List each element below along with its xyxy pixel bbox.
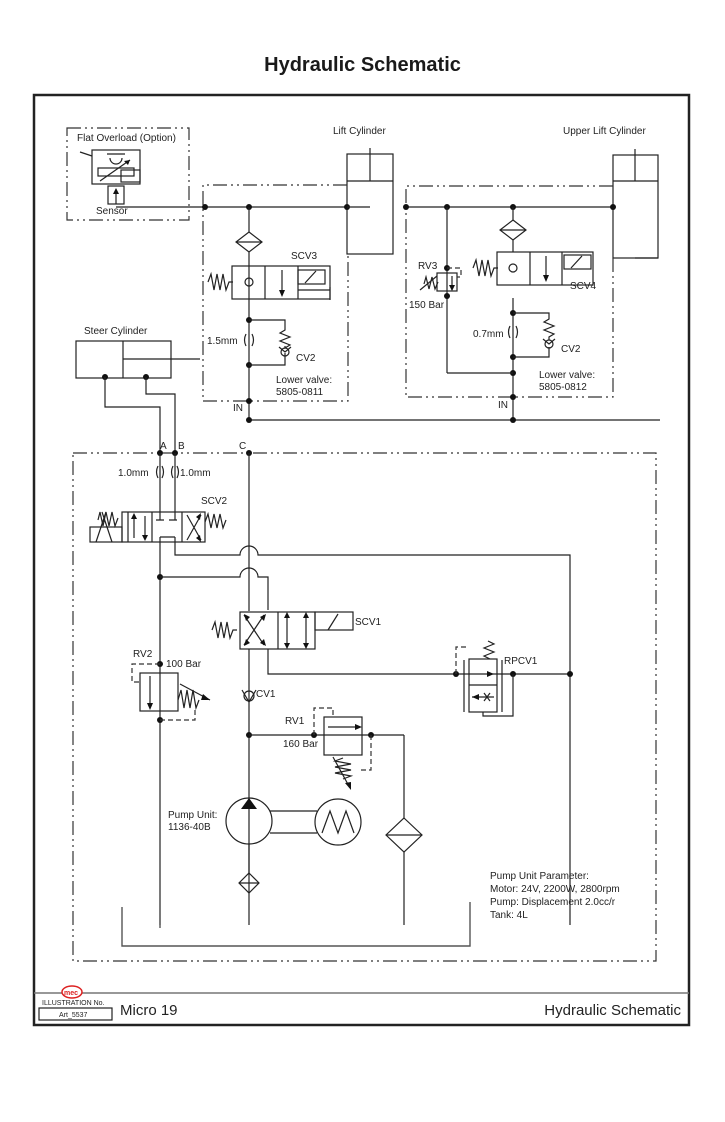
cv2-label-2: CV2	[561, 344, 581, 355]
rpcv1-label: RPCV1	[504, 656, 538, 667]
cv1-label: CV1	[256, 689, 276, 700]
steer-cylinder: Steer Cylinder	[75, 326, 200, 453]
lift-cylinder: Lift Cylinder	[333, 126, 394, 255]
illustration-label: ILLUSTRATION No.	[42, 1000, 105, 1007]
rv1-label: RV1	[285, 716, 305, 727]
pump-parameters: Pump Unit Parameter: Motor: 24V, 2200W, …	[490, 871, 620, 921]
port-c: C	[239, 441, 246, 452]
rv2-pressure: 100 Bar	[166, 659, 202, 670]
lift-cylinder-label: Lift Cylinder	[333, 126, 386, 137]
scv3-label: SCV3	[291, 251, 318, 262]
footer-doc-title: Hydraulic Schematic	[544, 1002, 681, 1019]
pump-unit: Pump Unit: 1136-40B	[168, 797, 362, 894]
rv3-label: RV3	[418, 261, 438, 272]
flat-overload-option: Flat Overload (Option) Sensor	[66, 127, 205, 221]
rv3-pressure: 150 Bar	[409, 300, 445, 311]
pump-params-pump: Pump: Displacement 2.0cc/r	[490, 897, 616, 908]
rpcv1-valve: RPCV1	[453, 640, 538, 717]
mec-logo-text: mec	[64, 990, 78, 997]
port-a: A	[160, 441, 167, 452]
pump-unit-label: Pump Unit:	[168, 810, 217, 821]
orifice-a-1-0mm: 1.0mm	[118, 468, 149, 479]
scv2-label: SCV2	[201, 496, 228, 507]
pump-block-boundary	[72, 452, 657, 962]
rv2-relief-valve: RV2 100 Bar	[131, 649, 211, 723]
scv4-label: SCV4	[570, 281, 597, 292]
sensor-label: Sensor	[96, 206, 128, 217]
scv2-valve: SCV2	[89, 496, 228, 543]
lower-valve-2: SCV4 RV3 150 Bar 0.7mm CV2 Lower valve: …	[347, 185, 658, 420]
lower-valve-1-label: Lower valve:	[276, 375, 332, 386]
port-in-1: IN	[233, 403, 243, 414]
mec-logo-icon	[61, 985, 83, 999]
lower-valve-2-label: Lower valve:	[539, 370, 595, 381]
footer-logo-block: mec ILLUSTRATION No. Art_5537	[38, 985, 113, 1021]
scv1-valve: SCV1	[211, 611, 382, 650]
orifice-1-5mm: 1.5mm	[207, 336, 238, 347]
lower-valve-2-part: 5805-0812	[539, 382, 587, 393]
tank-line	[121, 902, 471, 947]
pump-params-heading: Pump Unit Parameter:	[490, 871, 589, 882]
flat-overload-label: Flat Overload (Option)	[77, 133, 176, 144]
steer-cylinder-label: Steer Cylinder	[84, 326, 148, 337]
page-frame	[32, 93, 691, 1027]
lower-valve-1: SCV3 1.5mm CV2 Lower valve: 5805-0811 IN	[202, 184, 350, 420]
rv2-label: RV2	[133, 649, 153, 660]
art-number: Art_5537	[59, 1012, 88, 1019]
port-in-2: IN	[498, 400, 508, 411]
rv1-pressure: 160 Bar	[283, 739, 319, 750]
upper-lift-cylinder-label: Upper Lift Cylinder	[563, 126, 646, 137]
cv2-label-1: CV2	[296, 353, 316, 364]
upper-lift-cylinder: Upper Lift Cylinder	[563, 126, 659, 259]
scv1-label: SCV1	[355, 617, 382, 628]
page-title: Hydraulic Schematic	[264, 54, 461, 76]
port-b: B	[178, 441, 185, 452]
pump-params-motor: Motor: 24V, 2200W, 2800rpm	[490, 884, 620, 895]
footer-model: Micro 19	[120, 1002, 178, 1019]
orifice-0-7mm: 0.7mm	[473, 329, 504, 340]
lower-valve-1-part: 5805-0811	[276, 387, 324, 398]
pump-unit-part: 1136-40B	[168, 822, 211, 833]
rv1-relief-valve: RV1 160 Bar	[249, 707, 423, 925]
pump-params-tank: Tank: 4L	[490, 910, 528, 921]
orifice-b-1-0mm: 1.0mm	[180, 468, 211, 479]
motor-icon	[314, 798, 362, 846]
